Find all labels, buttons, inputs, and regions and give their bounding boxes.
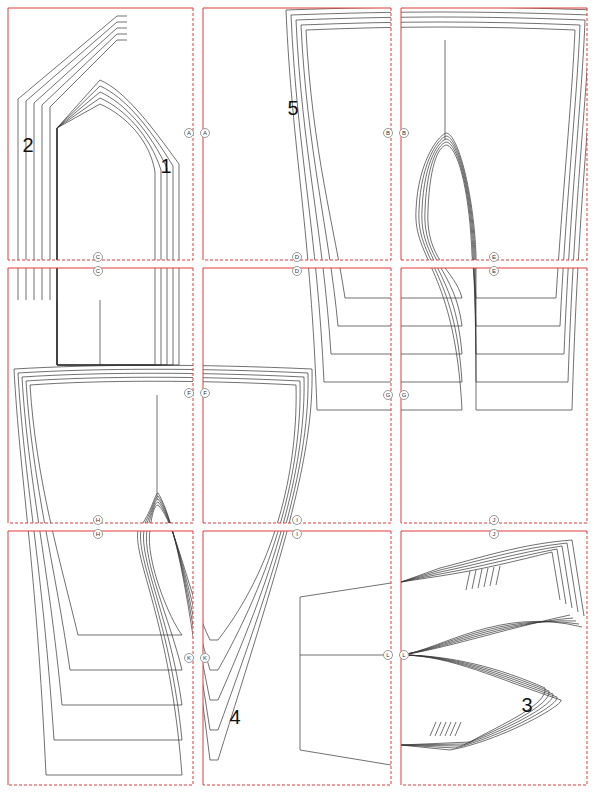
- pattern-line: [18, 16, 127, 300]
- pattern-line: [8, 8, 193, 260]
- pattern-line: [57, 300, 100, 365]
- pattern-lines: [14, 7, 594, 775]
- callout-number: 4: [229, 707, 240, 727]
- pattern-line: [8, 268, 193, 523]
- page-join-mark: F: [184, 388, 194, 398]
- pattern-line: [435, 722, 441, 736]
- page-join-mark: D: [292, 266, 302, 276]
- pattern-line: [440, 722, 446, 736]
- pattern-line: [291, 12, 590, 382]
- pattern-line: [286, 7, 594, 410]
- page-join-mark: G: [399, 390, 409, 400]
- page-join-mark: A: [184, 128, 194, 138]
- pattern-line: [203, 531, 391, 785]
- pattern-line: [445, 722, 451, 736]
- pattern-line: [296, 17, 585, 354]
- pattern-line: [430, 722, 436, 736]
- pattern-line: [401, 531, 587, 785]
- pattern-line: [8, 531, 193, 785]
- page-join-mark: F: [200, 388, 210, 398]
- pattern-line: [8, 8, 193, 260]
- pattern-line: [34, 28, 127, 300]
- pattern-line: [57, 98, 161, 365]
- page-join-mark: C: [93, 252, 103, 262]
- page-join-mark: E: [489, 252, 499, 262]
- page-join-mark: K: [200, 653, 210, 663]
- page-frames: [8, 8, 587, 785]
- pattern-line: [401, 268, 587, 523]
- pattern-line: [22, 373, 304, 705]
- pattern-line: [301, 22, 580, 326]
- pattern-line: [401, 655, 557, 748]
- pattern-line: [401, 622, 579, 655]
- pattern-line: [401, 268, 587, 523]
- pattern-line: [30, 381, 296, 640]
- pattern-line: [300, 583, 391, 765]
- pattern-line: [50, 40, 127, 300]
- page-join-mark: A: [200, 128, 210, 138]
- page-join-mark: J: [489, 515, 499, 525]
- callout-number: 1: [160, 156, 171, 176]
- pattern-line: [26, 377, 300, 670]
- pattern-line: [57, 80, 179, 365]
- pattern-line: [14, 365, 312, 775]
- page-join-mark: I: [292, 529, 302, 539]
- pattern-line: [455, 722, 461, 736]
- pattern-line: [490, 567, 494, 586]
- pattern-line: [401, 540, 584, 616]
- page-join-mark: B: [399, 128, 409, 138]
- pattern-line: [450, 722, 456, 736]
- pattern-line: [8, 531, 193, 785]
- pattern-line: [306, 27, 575, 298]
- pattern-line: [478, 569, 482, 588]
- pattern-line: [57, 92, 167, 365]
- pattern-line: [401, 621, 576, 655]
- page-join-mark: B: [383, 128, 393, 138]
- page-join-mark: H: [93, 529, 103, 539]
- pattern-line: [203, 268, 391, 523]
- pattern-line: [484, 568, 488, 587]
- callout-number: 2: [22, 135, 33, 155]
- pattern-line: [203, 8, 391, 260]
- callout-number: 5: [287, 98, 298, 118]
- pattern-line: [18, 369, 308, 740]
- pattern-line: [26, 22, 127, 300]
- pattern-line: [496, 566, 500, 585]
- page-join-mark: G: [383, 390, 393, 400]
- pattern-line: [203, 531, 391, 785]
- pattern-line: [203, 268, 391, 523]
- pattern-line: [57, 104, 155, 365]
- pattern-line: [445, 40, 446, 140]
- pattern-line: [401, 655, 561, 750]
- page-join-mark: D: [292, 252, 302, 262]
- pattern-line: [401, 8, 587, 260]
- pattern-line: [203, 8, 391, 260]
- pattern-line: [157, 395, 158, 500]
- page-join-mark: J: [489, 529, 499, 539]
- page-join-mark: L: [383, 650, 393, 660]
- page-join-mark: I: [292, 515, 302, 525]
- pattern-line: [401, 543, 578, 612]
- callout-number: 3: [521, 695, 532, 715]
- pattern-line: [401, 655, 545, 745]
- pattern-line: [401, 621, 582, 655]
- pattern-line: [401, 531, 587, 785]
- page-join-mark: K: [184, 653, 194, 663]
- pattern-line: [466, 571, 470, 590]
- pattern-line: [8, 268, 193, 523]
- page-join-mark: H: [93, 515, 103, 525]
- pattern-line: [401, 8, 587, 260]
- page-join-mark: L: [399, 650, 409, 660]
- pattern-line: [472, 570, 476, 589]
- pattern-line: [401, 549, 566, 604]
- pattern-line: [57, 86, 173, 365]
- page-join-mark: C: [93, 266, 103, 276]
- page-join-mark: E: [489, 266, 499, 276]
